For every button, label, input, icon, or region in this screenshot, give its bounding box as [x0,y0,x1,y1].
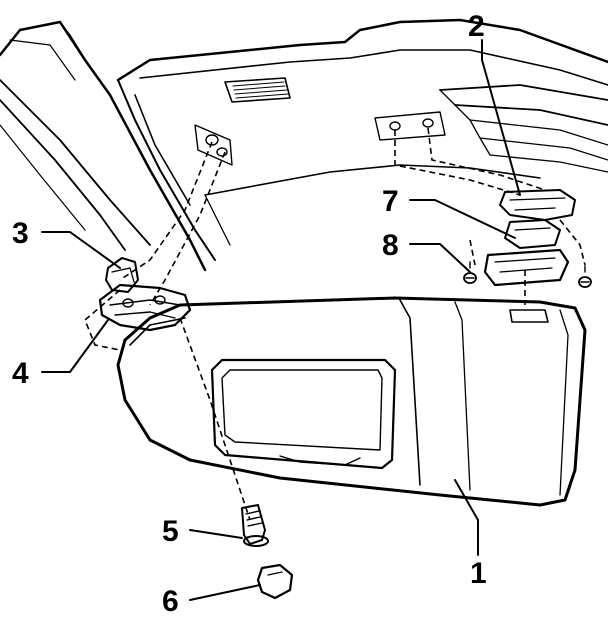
clip-insert [504,219,561,249]
callout-6: 6 [162,585,179,618]
sun-visor [116,296,587,507]
assembly-lines [84,127,586,521]
callout-3: 3 [12,217,29,250]
vanity-mirror [210,358,397,470]
screw-cap [256,563,294,600]
callout-2: 2 [468,10,485,43]
visor-clip-base [483,248,570,287]
small-screw-right [578,265,592,288]
callout-8: 8 [382,229,399,262]
callout-1: 1 [470,557,487,590]
callout-labels: 1 2 3 4 5 6 7 8 [12,10,487,618]
visor-clip-holder [499,189,576,221]
bracket-cover [105,257,139,293]
bracket-screw [241,504,269,547]
vent-grille [224,77,291,103]
callout-5: 5 [162,515,179,548]
visor-pivot-bracket [98,283,192,332]
a-pillar-frame [0,20,207,272]
headliner-mount-holes [194,111,446,166]
callout-4: 4 [12,357,29,390]
callout-7: 7 [382,185,399,218]
roof-headliner [116,18,608,261]
leader-lines [41,39,521,601]
